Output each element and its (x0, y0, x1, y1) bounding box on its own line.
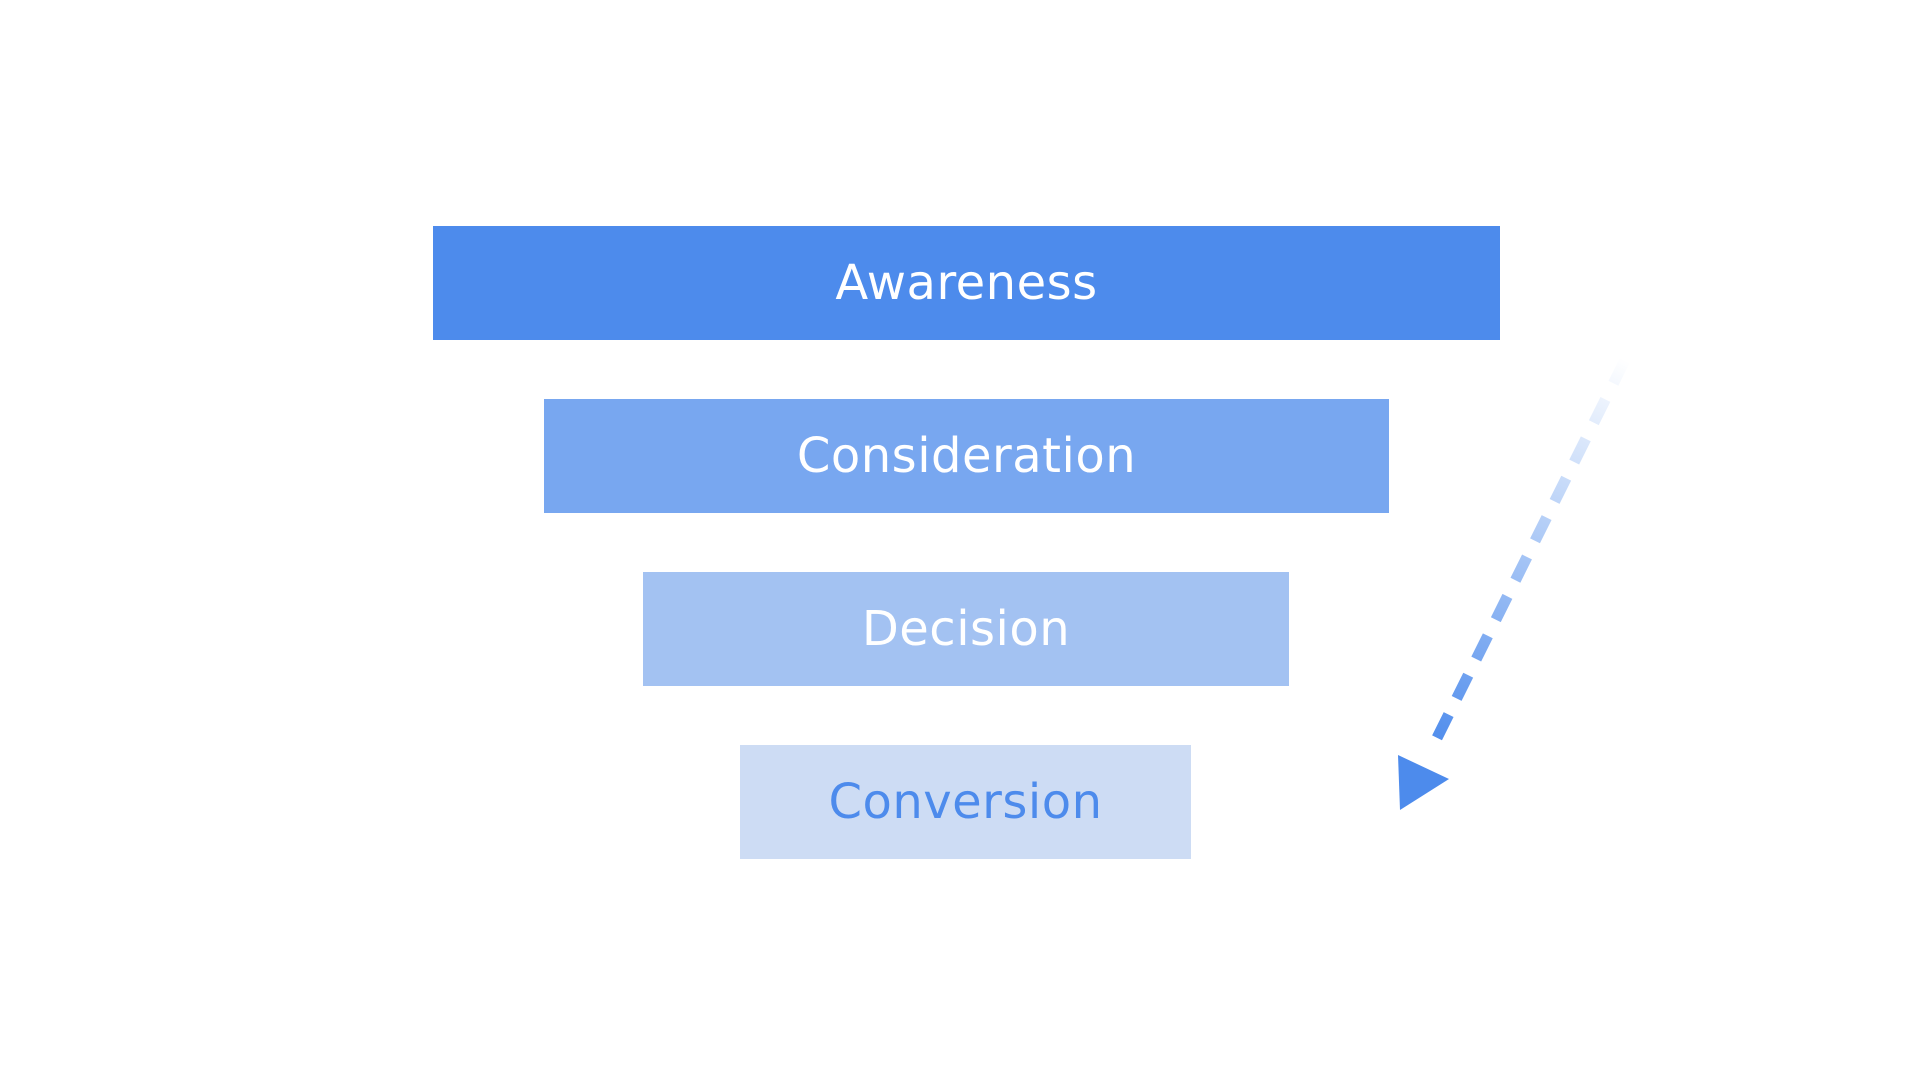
funnel-stage-label: Conversion (828, 774, 1103, 830)
funnel-stage-label: Awareness (835, 255, 1098, 311)
funnel-stage-label: Consideration (796, 428, 1137, 484)
arrow-dashed-shaft (1425, 357, 1630, 755)
funnel-stage-decision: Decision (643, 572, 1289, 686)
arrow-head (1398, 755, 1449, 810)
funnel-stage-conversion: Conversion (740, 745, 1191, 859)
funnel-stage-label: Decision (861, 601, 1071, 657)
funnel-stage-consideration: Consideration (544, 399, 1389, 513)
funnel-stage-awareness: Awareness (433, 226, 1500, 340)
